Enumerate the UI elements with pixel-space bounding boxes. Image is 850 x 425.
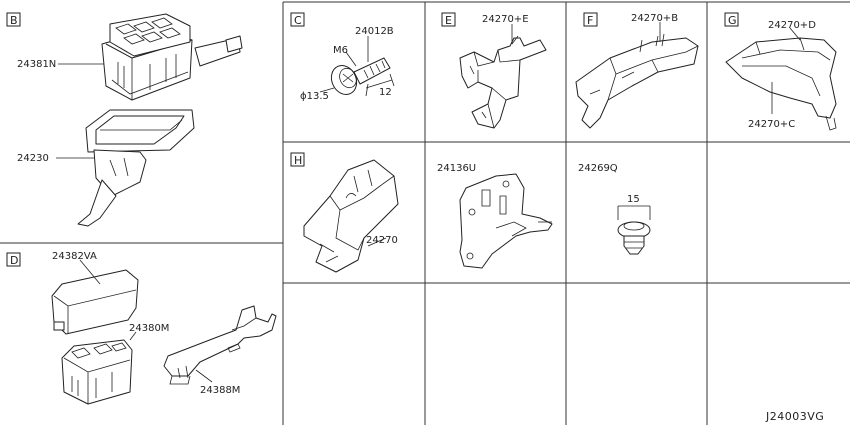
section-g-letter-box xyxy=(724,12,739,27)
fuse-block-24381n-drawing xyxy=(101,13,243,101)
section-e-letter: E xyxy=(445,14,452,27)
part-number-24270c: 24270+C xyxy=(748,119,795,130)
section-e-letter-box xyxy=(441,12,456,27)
section-e: E 24270+E xyxy=(441,12,547,129)
section-b: B 24381N 24230 xyxy=(6,12,243,227)
bracket-24270b-drawing xyxy=(575,33,699,129)
section-24136u: 24136U xyxy=(437,163,553,269)
clip-24269q-drawing xyxy=(617,221,651,255)
part-number-24270e: 24270+E xyxy=(482,14,529,25)
section-b-letter: B xyxy=(10,14,18,27)
bracket-24230-drawing xyxy=(77,109,195,227)
label-bolt-size: M6 xyxy=(333,45,348,56)
label-length: 12 xyxy=(379,87,392,98)
part-number-24012b: 24012B xyxy=(355,26,394,37)
section-g: G 24270+D 24270+C xyxy=(724,12,837,131)
leader-24270 xyxy=(367,237,387,247)
leader-24382va xyxy=(79,259,101,285)
part-number-24270d: 24270+D xyxy=(768,20,816,31)
section-f-letter: F xyxy=(587,14,593,27)
bracket-24270d-c-drawing xyxy=(725,37,837,131)
bracket-24270-drawing xyxy=(303,159,399,273)
part-number-24388m: 24388M xyxy=(200,385,240,396)
bracket-24388m-drawing xyxy=(163,305,277,385)
leader-24270d xyxy=(789,27,801,41)
part-number-24269q: 24269Q xyxy=(578,163,618,174)
bracket-24136u-drawing xyxy=(459,173,553,269)
relay-cover-24382va-drawing xyxy=(51,269,139,335)
section-c-letter-box xyxy=(290,12,305,27)
bolt-24012b-drawing xyxy=(330,57,391,96)
section-24269q: 15 24269Q xyxy=(578,163,651,255)
bracket-24270e-drawing xyxy=(459,35,547,129)
part-number-24380m: 24380M xyxy=(129,323,169,334)
relay-box-24380m-drawing xyxy=(61,339,133,405)
dimension-clip-width xyxy=(617,205,651,220)
section-h: H 24270 xyxy=(290,152,399,273)
part-number-24270b: 24270+B xyxy=(631,13,678,24)
leader-diameter xyxy=(319,87,335,93)
section-f-letter-box xyxy=(583,12,598,27)
section-d-letter-box xyxy=(6,252,21,267)
part-number-24136u: 24136U xyxy=(437,163,476,174)
part-number-24270: 24270 xyxy=(366,235,398,246)
label-clip-width: 15 xyxy=(627,194,640,205)
section-d-letter: D xyxy=(10,254,18,267)
section-g-letter: G xyxy=(728,14,737,27)
section-d: D 24382VA 24380M 24388M xyxy=(6,251,277,405)
section-b-letter-box xyxy=(6,12,21,27)
part-number-24381n: 24381N xyxy=(17,59,56,70)
dimension-length xyxy=(365,73,395,97)
section-c-letter: C xyxy=(294,14,302,27)
section-h-letter: H xyxy=(294,154,302,167)
section-f: F 24270+B xyxy=(575,12,699,129)
part-number-24230: 24230 xyxy=(17,153,49,164)
section-h-letter-box xyxy=(290,152,305,167)
label-diameter: ϕ13.5 xyxy=(300,91,329,102)
leader-24388m xyxy=(195,369,213,383)
part-number-24382va: 24382VA xyxy=(52,251,97,262)
leader-m6 xyxy=(345,51,357,67)
leader-24380m xyxy=(129,331,137,341)
section-c: C 24012B M6 ϕ13.5 12 xyxy=(290,12,395,102)
drawing-number: J24003VG xyxy=(765,410,824,423)
